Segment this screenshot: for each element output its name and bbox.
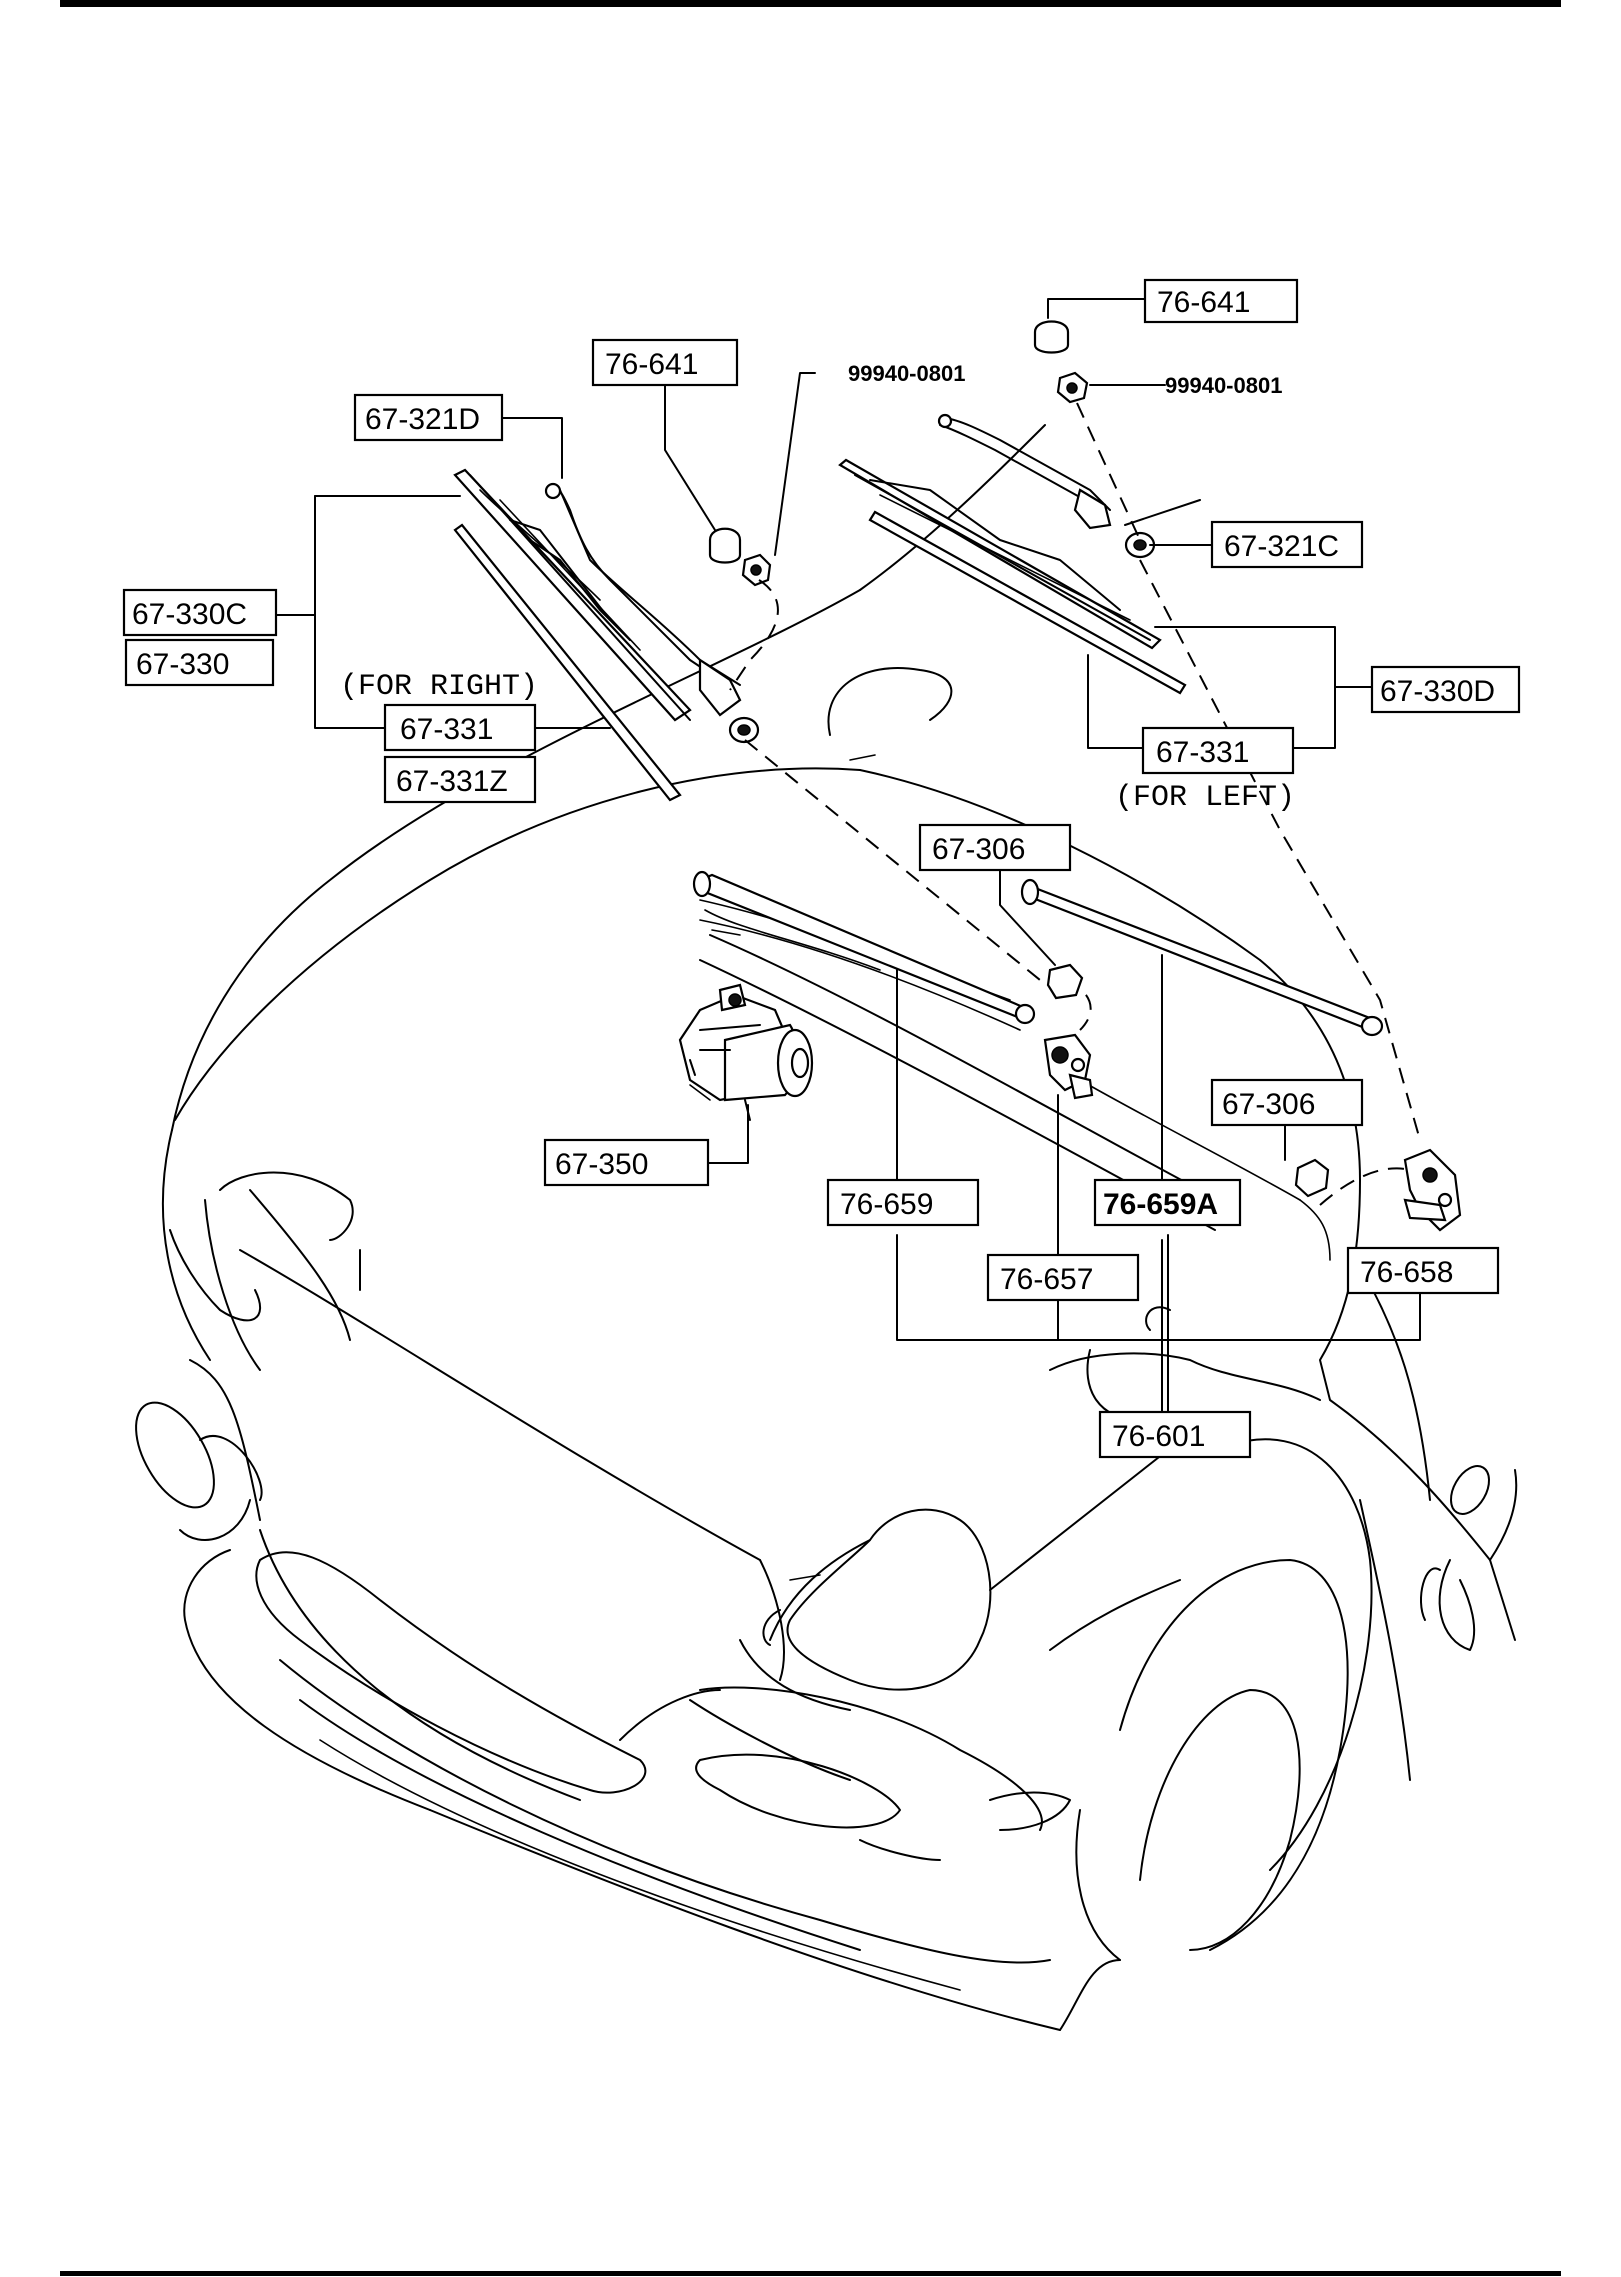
svg-text:76-658: 76-658 bbox=[1360, 1256, 1453, 1289]
link-rod-left bbox=[692, 870, 1036, 1025]
callout-rubber-left: 67-331 bbox=[1141, 726, 1295, 775]
callout-blade-right-a: 67-330C bbox=[122, 588, 278, 637]
callout-link-left: 76-659 bbox=[826, 1178, 980, 1227]
svg-text:99940-0801: 99940-0801 bbox=[848, 361, 965, 386]
svg-text:76-601: 76-601 bbox=[1112, 1420, 1205, 1453]
svg-text:76-659: 76-659 bbox=[840, 1188, 933, 1221]
callout-arm-left: 67-321C bbox=[1210, 520, 1364, 569]
callout-top-nut: 99940-0801 bbox=[848, 361, 965, 386]
pivot-cap-left bbox=[1046, 963, 1084, 1000]
leader-lines bbox=[275, 298, 1421, 1591]
nut-right bbox=[741, 553, 772, 587]
cap-left bbox=[1033, 320, 1070, 354]
pivot-right bbox=[1403, 1148, 1462, 1232]
link-rod-right bbox=[1020, 878, 1384, 1037]
callout-blade-right-b: 67-330 bbox=[124, 638, 275, 687]
top-border bbox=[60, 0, 1561, 7]
svg-text:67-321C: 67-321C bbox=[1224, 530, 1339, 563]
pivot-left bbox=[1043, 1033, 1094, 1100]
svg-text:99940-0801: 99940-0801 bbox=[1165, 373, 1282, 398]
svg-text:67-330C: 67-330C bbox=[132, 598, 247, 631]
svg-text:76-659A: 76-659A bbox=[1103, 1188, 1218, 1221]
callout-pivot-cap-left: 67-306 bbox=[918, 823, 1072, 872]
wiper-arm-left bbox=[937, 413, 1156, 559]
svg-text:67-331: 67-331 bbox=[400, 713, 493, 746]
wiper-arm-right bbox=[544, 482, 760, 744]
callout-right-cap: 76-641 bbox=[1143, 278, 1299, 324]
callout-note-left: (FOR LEFT) bbox=[1115, 781, 1295, 815]
svg-text:67-330D: 67-330D bbox=[1380, 675, 1495, 708]
callout-motor: 67-350 bbox=[543, 1138, 710, 1187]
wiper-rubber-left bbox=[868, 510, 1187, 695]
nut-left bbox=[1056, 371, 1089, 404]
svg-text:67-331: 67-331 bbox=[1156, 736, 1249, 769]
wiper-blade-left bbox=[838, 458, 1162, 650]
cap-right bbox=[708, 527, 742, 564]
svg-text:67-350: 67-350 bbox=[555, 1148, 648, 1181]
svg-text:67-306: 67-306 bbox=[932, 833, 1025, 866]
callout-pivot-right: 76-658 bbox=[1346, 1246, 1500, 1295]
wiper-motor bbox=[678, 983, 814, 1121]
wiper-blade-right bbox=[453, 468, 692, 722]
bottom-border bbox=[60, 2271, 1561, 2276]
svg-text:76-641: 76-641 bbox=[605, 348, 698, 381]
callout-blade-left: 67-330D bbox=[1370, 665, 1521, 714]
svg-text:(FOR LEFT): (FOR LEFT) bbox=[1115, 781, 1295, 815]
pivot-cap-right bbox=[1294, 1158, 1330, 1198]
callout-arm-right: 67-321D bbox=[353, 393, 504, 442]
callout-rubber-right-a: 67-331 bbox=[383, 703, 537, 752]
callout-link-right: 76-659A bbox=[1093, 1178, 1242, 1227]
callout-note-right: (FOR RIGHT) bbox=[340, 670, 538, 704]
callout-pivot-left: 76-657 bbox=[986, 1253, 1140, 1302]
wiper-rubber-right bbox=[453, 523, 682, 802]
callout-pivot-cap-right: 67-306 bbox=[1210, 1078, 1364, 1127]
callout-top-cap: 76-641 bbox=[591, 338, 739, 387]
svg-text:67-321D: 67-321D bbox=[365, 403, 480, 436]
svg-text:76-657: 76-657 bbox=[1000, 1263, 1093, 1296]
callout-right-nut: 99940-0801 bbox=[1165, 373, 1282, 398]
svg-text:67-330: 67-330 bbox=[136, 648, 229, 681]
svg-text:76-641: 76-641 bbox=[1157, 286, 1250, 319]
car-body-outline bbox=[135, 424, 1518, 2031]
svg-text:(FOR RIGHT): (FOR RIGHT) bbox=[340, 670, 538, 704]
assembly-dashes bbox=[729, 402, 1421, 1206]
svg-text:67-306: 67-306 bbox=[1222, 1088, 1315, 1121]
callout-rubber-right-b: 67-331Z bbox=[383, 755, 537, 804]
svg-text:67-331Z: 67-331Z bbox=[396, 765, 508, 798]
callout-linkage-assy: 76-601 bbox=[1098, 1410, 1252, 1459]
